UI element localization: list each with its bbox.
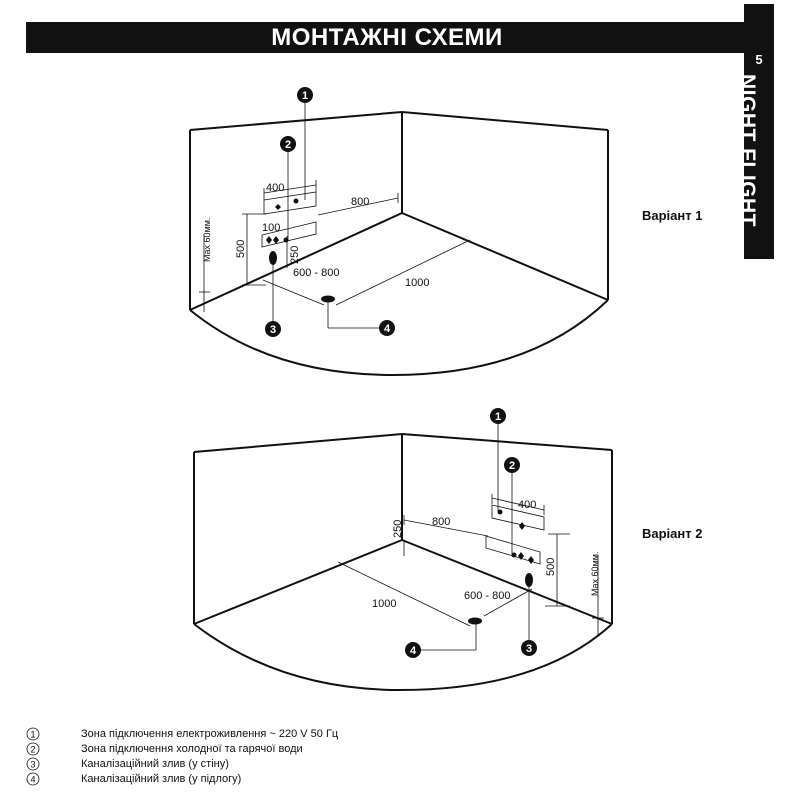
legend-text-2: Зона підключення холодної та гарячої вод…	[81, 743, 303, 755]
dim-600-800-v2: 600 - 800	[464, 590, 510, 602]
svg-text:3: 3	[30, 760, 35, 770]
svg-text:4: 4	[384, 323, 391, 335]
svg-text:1: 1	[302, 90, 308, 102]
marker-1-v2: 1	[490, 408, 506, 424]
dim-250-v2: 250	[392, 520, 404, 538]
legend-text-1: Зона підключення електроживлення ~ 220 V…	[81, 728, 339, 740]
svg-text:4: 4	[30, 775, 35, 785]
marker-4-v2: 4	[405, 642, 421, 658]
dim-max: Max 60мм.	[202, 218, 212, 262]
marker-4: 4	[379, 320, 395, 336]
side-tab: 5 NIGHT FLIGHT	[736, 4, 774, 259]
dim-800: 800	[351, 196, 369, 208]
diagram-variant-1: 400 800 100 500 250 Max 60мм. 600 - 800 …	[189, 87, 609, 377]
svg-text:4: 4	[410, 645, 417, 657]
svg-text:2: 2	[285, 139, 291, 151]
dim-400: 400	[266, 182, 284, 194]
page-number: 5	[755, 52, 763, 67]
legend-number-2: 2	[26, 742, 40, 756]
dim-500: 500	[235, 240, 247, 258]
dim-800-v2: 800	[432, 516, 450, 528]
dim-400-v2: 400	[518, 499, 536, 511]
variant-2-label: Варіант 2	[642, 526, 703, 541]
marker-3: 3	[265, 321, 281, 337]
dim-600-800: 600 - 800	[293, 267, 339, 279]
dim-250: 250	[289, 246, 301, 264]
marker-2: 2	[280, 136, 296, 152]
legend-text-4: Каналізаційний злив (у підлогу)	[81, 773, 242, 785]
legend-number-1: 1	[26, 727, 40, 741]
legend-number-4: 4	[26, 772, 40, 786]
page-title: МОНТАЖНІ СХЕМИ	[271, 24, 503, 51]
dim-1000: 1000	[405, 277, 429, 289]
svg-text:1: 1	[495, 411, 501, 423]
dim-max-v2: Max 60мм.	[590, 552, 600, 596]
legend-text-3: Каналізаційний злив (у стіну)	[81, 758, 229, 770]
title-bar: МОНТАЖНІ СХЕМИ	[26, 22, 748, 53]
dim-1000-v2: 1000	[372, 598, 396, 610]
diagram-variant-2: 400 800 250 500 Max 60мм. 600 - 800 1000…	[193, 408, 613, 692]
marker-3-v2: 3	[521, 640, 537, 656]
svg-text:2: 2	[30, 745, 35, 755]
marker-2-v2: 2	[504, 457, 520, 473]
svg-text:3: 3	[270, 324, 276, 336]
dim-100: 100	[262, 222, 280, 234]
marker-1: 1	[297, 87, 313, 103]
legend-number-3: 3	[26, 757, 40, 771]
svg-text:1: 1	[30, 730, 35, 740]
variant-1-label: Варіант 1	[642, 208, 703, 223]
svg-text:2: 2	[509, 460, 515, 472]
svg-text:3: 3	[526, 643, 532, 655]
dim-500-v2: 500	[545, 558, 557, 576]
